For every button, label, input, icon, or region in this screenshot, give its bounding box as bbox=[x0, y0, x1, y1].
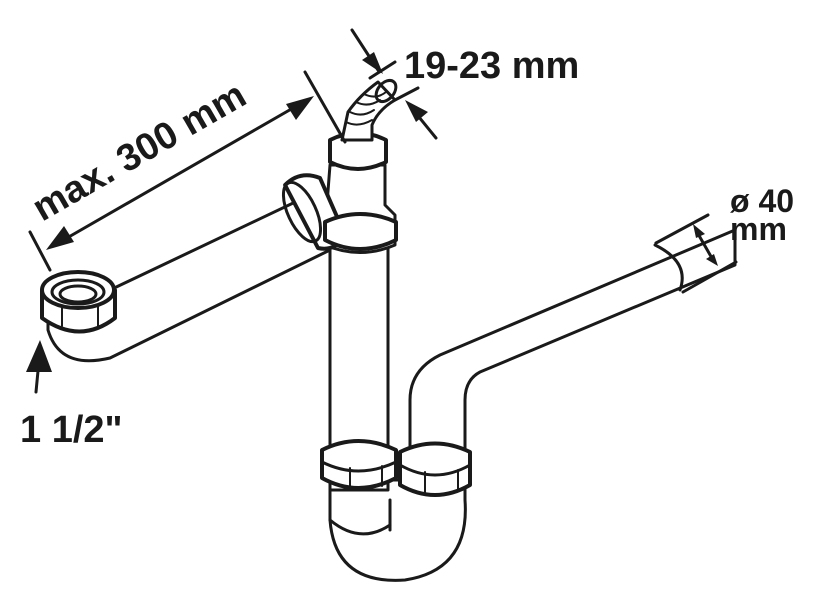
dimension-branch-length bbox=[28, 70, 347, 272]
tailpiece-lower-nut bbox=[320, 439, 398, 490]
dimension-hose-connector bbox=[350, 28, 438, 140]
dimension-pipe-diameter bbox=[654, 213, 738, 294]
label-inlet-thread: 1 1/2" bbox=[20, 409, 123, 451]
tee-fitting bbox=[281, 163, 398, 254]
hose-connector bbox=[328, 78, 398, 171]
outlet-pipe bbox=[408, 228, 737, 457]
outlet-lower-nut bbox=[398, 441, 472, 497]
label-hose-diameter: 19-23 mm bbox=[404, 45, 579, 87]
label-pipe-diameter-unit: mm bbox=[730, 211, 787, 247]
u-bend-trap bbox=[328, 478, 467, 582]
left-inlet-nut bbox=[40, 270, 117, 334]
dimension-inlet-thread bbox=[26, 340, 52, 394]
label-pipe-diameter-value: ø 40 bbox=[730, 183, 794, 219]
